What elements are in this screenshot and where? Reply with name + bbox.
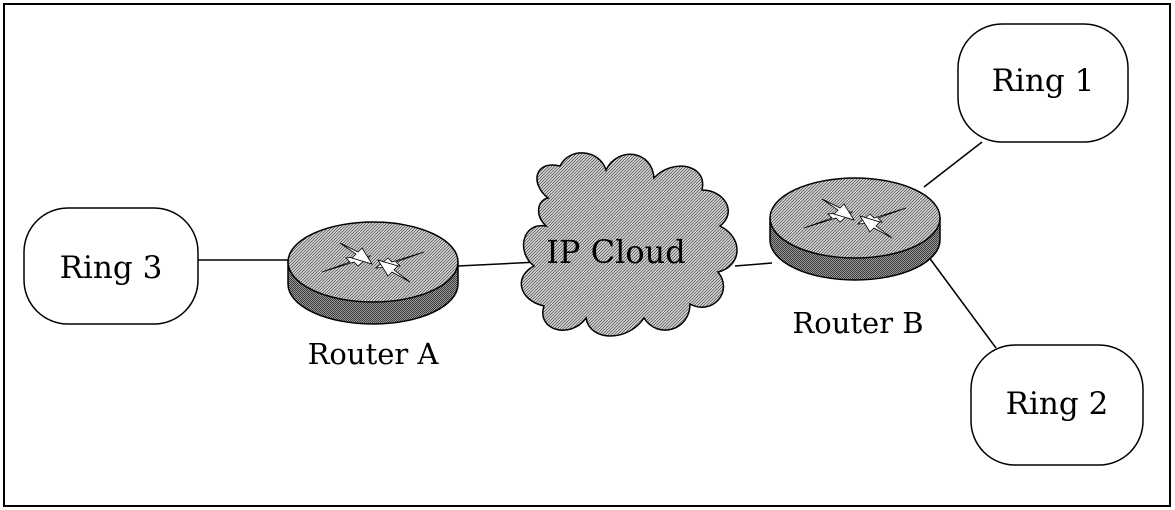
link-ip-cloud-router-b: [734, 262, 773, 267]
router-b-top: [769, 177, 941, 259]
router-b-label: Router B: [792, 306, 923, 340]
router-b-node: Router B: [769, 177, 941, 340]
ring-2-box: [970, 344, 1144, 466]
ip-cloud-shape: [520, 152, 738, 337]
router-a-label: Router A: [308, 337, 440, 371]
ring-3-label: Ring 3: [60, 250, 163, 286]
ring-2-node: Ring 2: [970, 344, 1144, 466]
ip-cloud-label: IP Cloud: [546, 233, 685, 271]
ring-1-box: [957, 23, 1129, 143]
ip-cloud-node: IP Cloud: [520, 152, 738, 337]
ring-3-node: Ring 3: [23, 207, 199, 325]
router-b-arrows-icon: [803, 198, 907, 239]
router-b-icon: [769, 177, 941, 281]
ring-1-node: Ring 1: [957, 23, 1129, 143]
link-router-b-ring1: [923, 141, 983, 188]
router-a-top: [287, 221, 459, 303]
router-a-node: Router A: [287, 221, 459, 371]
ring-3-box: [23, 207, 199, 325]
link-router-a-ip-cloud: [457, 261, 539, 267]
ring-1-label: Ring 1: [992, 63, 1095, 99]
ring-2-label: Ring 2: [1006, 386, 1109, 422]
link-router-b-ring2: [927, 255, 997, 349]
router-a-arrows-icon: [321, 242, 425, 283]
links: [197, 141, 997, 349]
router-a-icon: [287, 221, 459, 325]
